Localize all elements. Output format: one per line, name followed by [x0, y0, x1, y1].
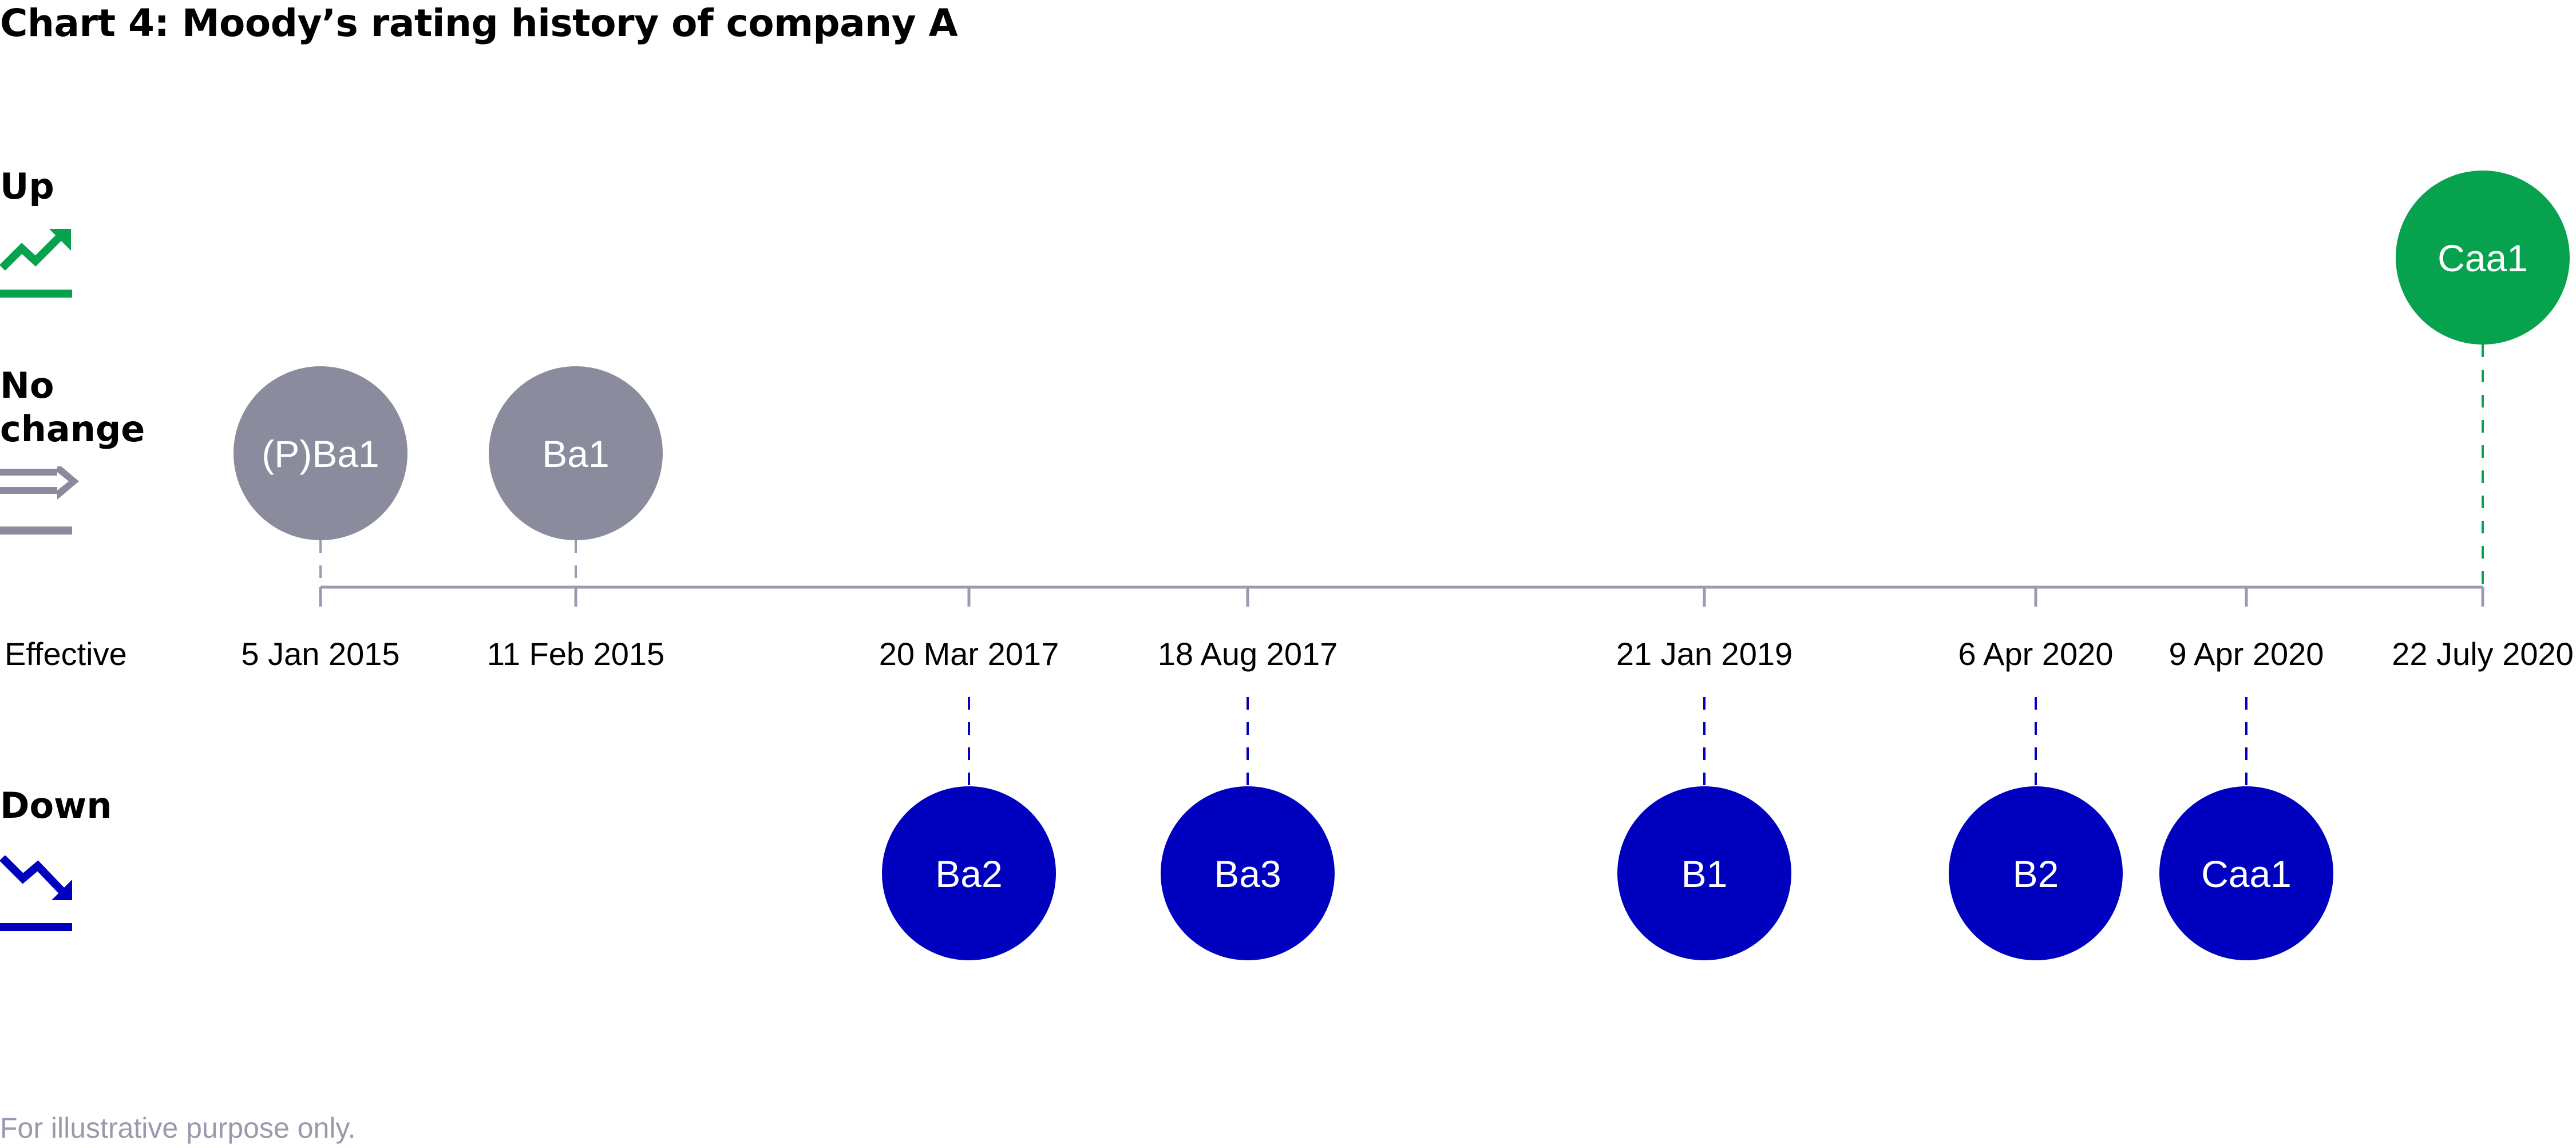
rating-label: Ba2 — [935, 853, 1002, 895]
date-label: 21 Jan 2019 — [1616, 636, 1792, 672]
row-label-down: Down — [0, 785, 112, 826]
rating-circle — [234, 366, 407, 540]
rating-circle — [1949, 786, 2123, 960]
row-label-up: Up — [0, 165, 54, 207]
rating-label: Caa1 — [2437, 237, 2528, 279]
rating-circle — [1161, 786, 1335, 960]
chart-title: Chart 4: Moody’s rating history of compa… — [0, 1, 958, 45]
rating-label: (P)Ba1 — [262, 433, 379, 475]
date-label: 6 Apr 2020 — [1958, 636, 2114, 672]
date-label: 9 Apr 2020 — [2169, 636, 2324, 672]
rating-circle — [2396, 171, 2570, 345]
trend-up-arrow-icon — [0, 229, 72, 298]
flat-arrow-icon — [0, 466, 79, 535]
row-label-no-change: No change — [0, 365, 145, 450]
rating-label: Ba3 — [1214, 853, 1281, 895]
x-axis-label: Effective — [5, 636, 127, 672]
date-label: 20 Mar 2017 — [879, 636, 1059, 672]
rating-circle — [489, 366, 663, 540]
trend-down-arrow-icon — [0, 856, 72, 931]
rating-label: Ba1 — [542, 433, 609, 475]
rating-circle — [882, 786, 1056, 960]
rating-label: B2 — [2013, 853, 2059, 895]
date-label: 22 July 2020 — [2392, 636, 2574, 672]
rating-label: Caa1 — [2201, 853, 2292, 895]
rating-circle — [2159, 786, 2333, 960]
date-label: 18 Aug 2017 — [1158, 636, 1338, 672]
date-label: 11 Feb 2015 — [487, 636, 664, 672]
rating-label: B1 — [1681, 853, 1728, 895]
footnote: For illustrative purpose only. — [0, 1112, 356, 1144]
date-label: 5 Jan 2015 — [241, 636, 399, 672]
rating-circle — [1617, 786, 1791, 960]
